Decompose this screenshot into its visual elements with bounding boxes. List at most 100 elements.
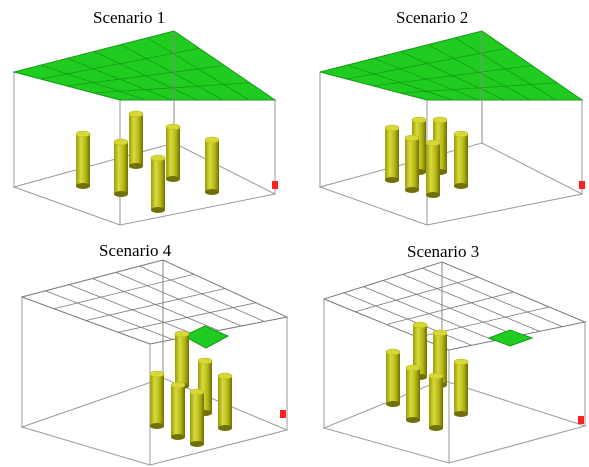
cylinder-top: [432, 116, 448, 124]
panel-title: Scenario 4: [99, 241, 172, 260]
cylinder-top: [204, 136, 220, 144]
cylinder-top: [165, 123, 181, 131]
cylinder-body: [385, 128, 399, 180]
cylinder-top: [411, 116, 427, 124]
cylinder-base: [171, 434, 185, 440]
cylinder-top: [453, 358, 469, 366]
cylinder-base: [76, 183, 90, 189]
cylinder: [150, 154, 166, 213]
scenario-box-p1: [12, 30, 278, 226]
cylinder-top: [197, 357, 213, 365]
cylinder-body: [429, 376, 443, 428]
cylinder-body: [129, 114, 143, 166]
floor-outline: [318, 142, 584, 226]
scenario-box-p3: [322, 261, 587, 464]
cylinder-body: [386, 352, 400, 404]
cylinder: [404, 134, 420, 193]
floor-outline: [12, 142, 277, 226]
cylinder-body: [454, 134, 468, 186]
cylinder: [428, 372, 444, 431]
cylinder-body: [175, 334, 189, 386]
ceiling-grid-line: [355, 276, 478, 313]
cylinder-top: [189, 388, 205, 396]
scenario-box-p2: [318, 30, 585, 226]
cylinder: [189, 388, 205, 447]
ceiling-grid-line: [93, 82, 250, 94]
cylinder: [174, 330, 190, 389]
cylinder-top: [150, 154, 166, 162]
cylinder-base: [114, 191, 128, 197]
cylinder: [204, 136, 220, 195]
cylinder-body: [190, 392, 204, 444]
cylinder-body: [433, 333, 447, 385]
cylinder-base: [385, 177, 399, 183]
cylinder: [405, 364, 421, 423]
cylinder-base: [150, 423, 164, 429]
cylinder-base: [426, 192, 440, 198]
cylinder-top: [385, 348, 401, 356]
cylinder: [453, 130, 469, 189]
ceiling-grid-line: [373, 65, 533, 87]
fire-source-marker: [280, 410, 286, 418]
cylinder-top: [170, 381, 186, 389]
cylinder-base: [151, 207, 165, 213]
ceiling-vent-tile: [487, 329, 534, 347]
cylinder: [170, 381, 186, 440]
ceiling-vent-tile: [182, 325, 230, 349]
cylinder-body: [76, 134, 90, 186]
cylinder: [128, 110, 144, 169]
cylinder-top: [425, 139, 441, 147]
cylinder-top: [432, 329, 448, 337]
panel-title: Scenario 3: [407, 242, 480, 261]
cylinder-base: [386, 401, 400, 407]
cylinder-body: [454, 362, 468, 414]
ceiling-grid-line: [400, 82, 558, 94]
cylinder-top: [149, 370, 165, 378]
cylinder: [384, 124, 400, 183]
ceiling-grid-line: [40, 47, 200, 80]
cylinder-top: [128, 110, 144, 118]
cylinder-body: [413, 325, 427, 377]
cylinder: [149, 370, 165, 429]
cylinder-base: [205, 189, 219, 195]
cylinder-body: [205, 140, 219, 192]
cylinder-base: [218, 425, 232, 431]
panel-title: Scenario 1: [93, 8, 166, 27]
fire-source-marker: [578, 416, 584, 424]
ceiling-grid-line: [346, 47, 508, 80]
cylinder-body: [218, 376, 232, 428]
cylinder-base: [406, 417, 420, 423]
cylinder-base: [190, 441, 204, 447]
cylinder-base: [405, 187, 419, 193]
scenario-box-p4: [20, 259, 289, 466]
cylinder-body: [406, 368, 420, 420]
cylinder-base: [454, 411, 468, 417]
cylinder-top: [453, 130, 469, 138]
cylinder: [165, 123, 181, 182]
cylinder-body: [166, 127, 180, 179]
cylinder-top: [404, 134, 420, 142]
fire-source-marker: [272, 181, 278, 189]
cylinder-body: [426, 143, 440, 195]
ceiling-grid-line: [117, 302, 257, 333]
cylinder: [217, 372, 233, 431]
cylinder: [75, 130, 91, 189]
cylinder-body: [151, 158, 165, 210]
cylinder-body: [171, 385, 185, 437]
cylinder-base: [129, 163, 143, 169]
cylinder: [385, 348, 401, 407]
cylinder-top: [428, 372, 444, 380]
panel-title: Scenario 2: [396, 8, 469, 27]
cylinder-top: [174, 330, 190, 338]
cylinder: [425, 139, 441, 198]
ceiling-grid-line: [386, 291, 514, 325]
ceiling-grid-line: [53, 273, 195, 310]
ceiling-grid-line: [85, 288, 226, 321]
cylinder: [453, 358, 469, 417]
cylinder-top: [384, 124, 400, 132]
cylinder-top: [405, 364, 421, 372]
cylinder-body: [405, 138, 419, 190]
cylinder-base: [166, 176, 180, 182]
cylinder-top: [412, 321, 428, 329]
cylinder-top: [113, 138, 129, 146]
